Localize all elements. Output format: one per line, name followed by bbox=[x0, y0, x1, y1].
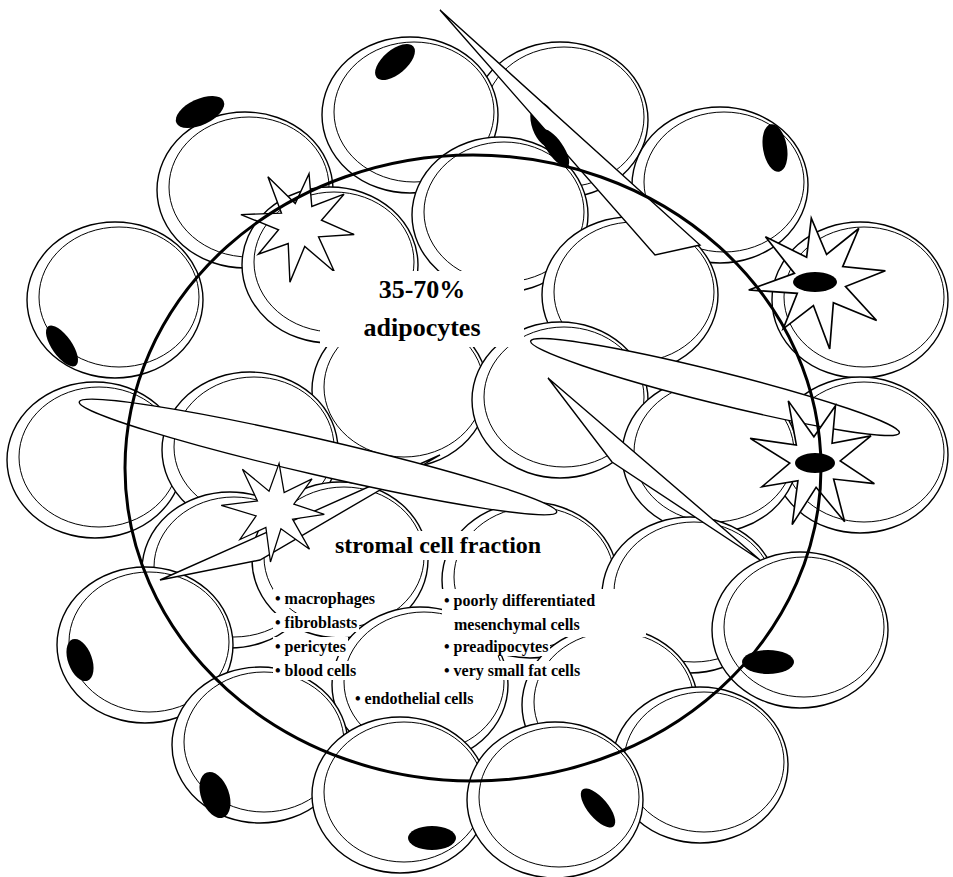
list-item: • endothelial cells bbox=[353, 689, 475, 708]
macrophage bbox=[727, 382, 895, 546]
nucleus bbox=[795, 453, 835, 473]
list-item: • macrophages bbox=[273, 589, 377, 608]
macrophage bbox=[217, 459, 329, 567]
nucleus bbox=[369, 37, 421, 86]
adipocyte bbox=[312, 717, 488, 873]
stromal-cells bbox=[75, 10, 903, 580]
list-item: • very small fat cells bbox=[442, 661, 582, 680]
adipocyte bbox=[27, 222, 203, 378]
nucleus bbox=[575, 783, 621, 833]
nucleus bbox=[194, 768, 237, 823]
fibroblast bbox=[75, 384, 561, 529]
main-label: 35-70% adipocytes bbox=[320, 271, 524, 347]
list-item: • poorly differentiated mesenchymal cell… bbox=[442, 589, 646, 637]
fibroblast bbox=[440, 10, 700, 255]
nucleus bbox=[793, 272, 837, 292]
circle-outline bbox=[125, 155, 821, 781]
group-heading: stromal cell fraction bbox=[333, 531, 543, 560]
list-item: • fibroblasts bbox=[273, 613, 359, 632]
nucleus bbox=[171, 89, 229, 135]
nucleus bbox=[408, 826, 456, 850]
list-item: • preadipocytes bbox=[442, 637, 550, 656]
nucleus bbox=[759, 122, 791, 173]
tissue-circle: 35-70% adipocytes stromal cell fraction • … bbox=[123, 153, 823, 783]
nucleus bbox=[40, 321, 84, 372]
list-item: • pericytes bbox=[273, 637, 348, 656]
macrophage bbox=[740, 209, 895, 359]
adipocyte bbox=[467, 722, 643, 877]
fibroblast bbox=[527, 326, 903, 449]
nucleus bbox=[61, 635, 99, 685]
adipocytes bbox=[7, 37, 948, 877]
nucleus bbox=[742, 650, 794, 674]
list-item: • blood cells bbox=[273, 661, 358, 680]
